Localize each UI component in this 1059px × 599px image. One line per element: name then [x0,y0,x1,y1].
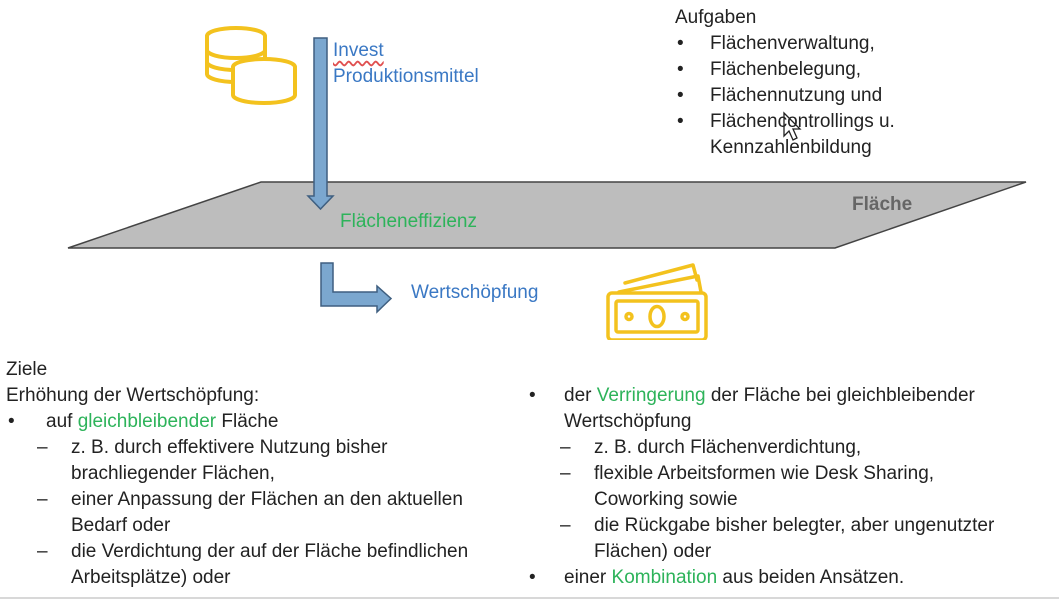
invest-arrow-down [306,37,335,211]
ziele-left-bullet: auf gleichbleibender Fläche [6,409,521,435]
sub-item-line: Coworking sowie [594,489,738,510]
invest-label: Invest [333,40,384,61]
sub-item-line: die Verdichtung der auf der Fläche befin… [71,541,469,562]
sub-item-line: flexible Arbeitsformen wie Desk Sharing, [594,463,935,484]
sub-item-line: Bedarf oder [71,515,171,536]
aufgaben-title: Aufgaben [675,7,757,28]
ziele-right-bullet: der Verringerung der Fläche bei gleichbl… [527,383,1057,435]
aufgaben-item: Flächenverwaltung, [675,31,1055,57]
diagram-graphics [67,26,1027,340]
text-segment: Wertschöpfung [564,411,692,432]
text-segment: auf [46,411,78,432]
sub-item-line: z. B. durch Flächenverdichtung, [594,437,862,458]
highlight-verringerung: Verringerung [596,385,706,406]
ziele-right-column: der Verringerung der Fläche bei gleichbl… [527,383,1057,591]
ziele-title: Ziele [6,359,48,380]
ziele-intro: Erhöhung der Wertschöpfung: [6,385,260,406]
flaecheneffizienz-label: Flächeneffizienz [340,211,477,232]
ziele-left-sub-item: einer Anpassung der Flächen an den aktue… [35,487,521,539]
ziele-right-sub-item: die Rückgabe bisher belegter, aber ungen… [558,513,1057,565]
aufgaben-section: Aufgaben Flächenverwaltung, Flächenbeleg… [675,4,1055,161]
ziele-right-bullet: einer Kombination aus beiden Ansätzen. [527,565,1057,591]
highlight-kombination: Kombination [611,567,718,588]
aufgaben-item-line: Kennzahlenbildung [710,137,872,158]
ziele-right-sub-item: z. B. durch Flächenverdichtung, [558,435,1057,461]
text-segment: einer [564,567,612,588]
ziele-right-sub-item: flexible Arbeitsformen wie Desk Sharing,… [558,461,1057,513]
bottom-divider [0,597,1059,599]
produktionsmittel-label: Produktionsmittel [333,66,479,87]
ziele-left-column: Ziele Erhöhung der Wertschöpfung: auf gl… [6,357,521,591]
highlight-gleichbleibender: gleichbleibender [77,411,217,432]
aufgaben-item-line: Flächencontrollings u. [710,111,895,132]
aufgaben-item: Flächennutzung und [675,83,1055,109]
wertschoepfung-arrow [320,262,393,314]
wertschoepfung-label: Wertschöpfung [411,282,539,303]
sub-item-line: z. B. durch effektivere Nutzung bisher [71,437,388,458]
sub-item-line: Arbeitsplätze) oder [71,567,231,588]
sub-item-line: einer Anpassung der Flächen an den aktue… [71,489,463,510]
flaeche-plane [67,181,1027,249]
sub-item-line: Flächen) oder [594,541,712,562]
money-bill-icon [606,263,708,340]
aufgaben-list: Flächenverwaltung, Flächenbelegung, Fläc… [675,31,1055,161]
text-segment: der [564,385,597,406]
text-segment: Fläche [216,411,279,432]
aufgaben-item: Flächenbelegung, [675,57,1055,83]
text-segment: der Fläche bei gleichbleibender [705,385,975,406]
aufgaben-item: Flächencontrollings u. Kennzahlenbildung [675,109,1055,161]
ziele-left-sub-item: die Verdichtung der auf der Fläche befin… [35,539,521,591]
sub-item-line: brachliegender Flächen, [71,463,275,484]
flaeche-label: Fläche [852,194,913,215]
coins-icon [205,26,297,105]
ziele-left-sub-item: z. B. durch effektivere Nutzung bisher b… [35,435,521,487]
sub-item-line: die Rückgabe bisher belegter, aber ungen… [594,515,995,536]
text-segment: aus beiden Ansätzen. [717,567,905,588]
